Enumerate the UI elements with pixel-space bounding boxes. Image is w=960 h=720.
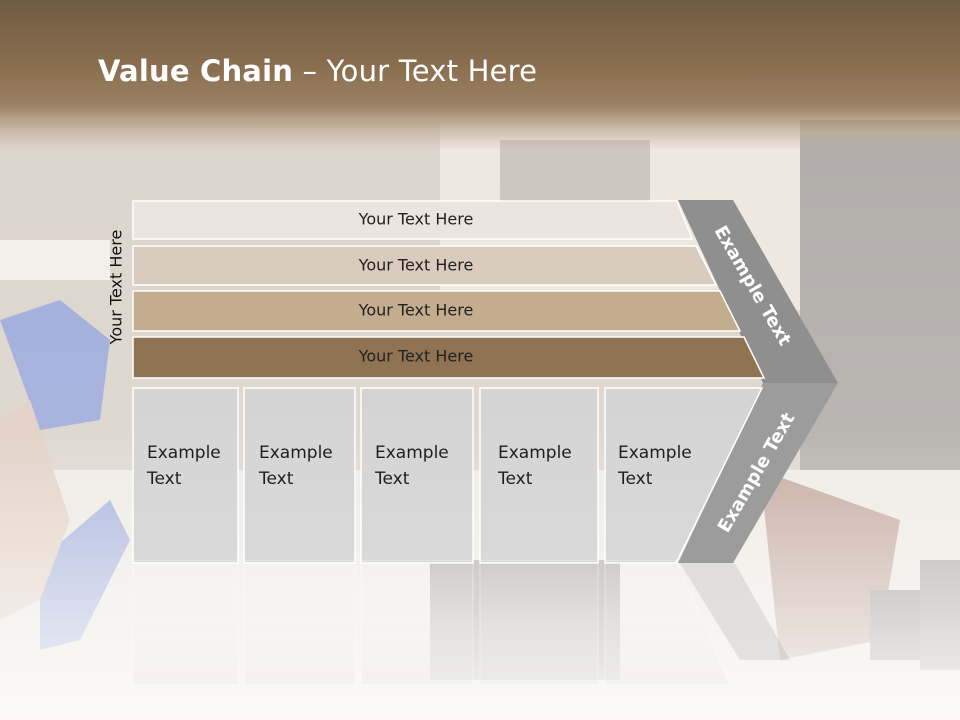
cell-1-line1: Example — [259, 443, 333, 463]
cell-4: Example Text — [604, 387, 764, 564]
bar-0: Your Text Here — [132, 200, 694, 240]
cell-2-line2: Text — [374, 469, 410, 489]
bar-2-label: Your Text Here — [358, 301, 474, 320]
chevron-lower — [678, 383, 838, 563]
title-rest: – Your Text Here — [293, 54, 538, 88]
cell-3-box — [479, 387, 599, 564]
cell-3: Example Text — [479, 387, 599, 564]
cell-1: Example Text — [243, 387, 356, 564]
cell-0: Example Text — [132, 387, 239, 564]
cell-1-line2: Text — [258, 469, 294, 489]
cell-4-line1: Example — [618, 443, 692, 463]
cell-2-box — [360, 387, 474, 564]
bar-2-shape — [132, 290, 742, 332]
cell-3-line2: Text — [497, 469, 533, 489]
bar-3-label: Your Text Here — [358, 347, 474, 366]
header-band — [0, 0, 960, 150]
bar-2: Your Text Here — [132, 290, 742, 332]
cell-2-line1: Example — [375, 443, 449, 463]
cell-2: Example Text — [360, 387, 474, 564]
cell-3-line1: Example — [498, 443, 572, 463]
cell-4-line2: Text — [617, 469, 653, 489]
bar-3: Your Text Here — [132, 336, 766, 379]
chevron-upper — [678, 200, 838, 383]
bar-3-shape — [132, 336, 766, 379]
title-bold: Value Chain — [98, 54, 294, 88]
cell-0-line2: Text — [146, 469, 182, 489]
bar-1-shape — [132, 245, 718, 286]
reflection — [0, 560, 960, 720]
bar-0-label: Your Text Here — [358, 210, 474, 229]
cell-0-line1: Example — [147, 443, 221, 463]
bar-1: Your Text Here — [132, 245, 718, 286]
bar-1-label: Your Text Here — [358, 256, 474, 275]
reflection-graphic — [132, 560, 790, 686]
cell-1-box — [243, 387, 356, 564]
bar-0-shape — [132, 200, 694, 240]
slide-title: Value Chain – Your Text Here — [98, 54, 537, 88]
